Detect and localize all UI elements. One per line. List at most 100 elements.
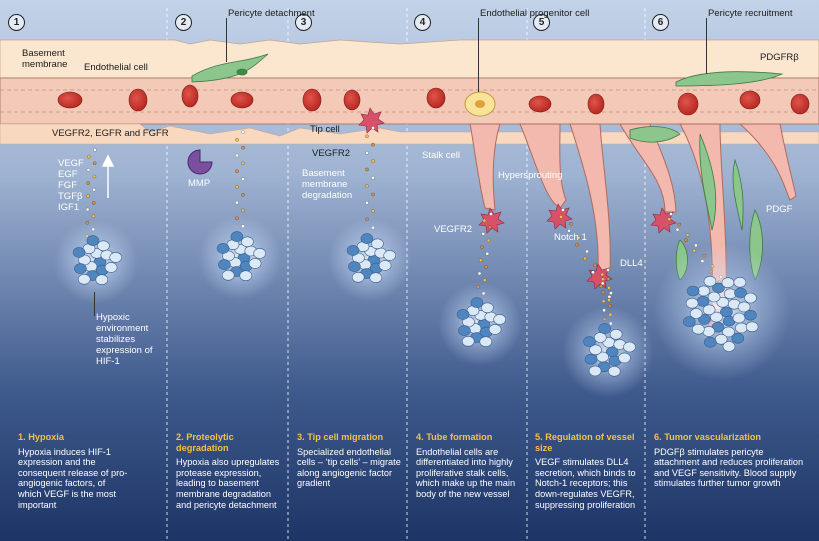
growth-factor-dot — [86, 181, 90, 185]
factor-list: VEGF EGF FGF TGFβ IGF1 — [58, 158, 84, 213]
tumor-cell — [230, 231, 244, 242]
growth-factor-dot — [87, 154, 91, 159]
growth-factor-dot — [675, 227, 680, 232]
step-4-title: 4. Tube formation — [416, 432, 493, 442]
tumor-cell — [86, 235, 100, 246]
tumor-cell — [588, 365, 602, 377]
tumor-cell — [686, 285, 700, 297]
growth-factor-dot — [569, 222, 573, 226]
step-5-title: 5. Regulation of vessel size — [535, 432, 635, 453]
growth-factor-dot — [92, 161, 97, 165]
label-pdgf: PDGF — [766, 204, 793, 215]
growth-factor-dot — [609, 291, 613, 295]
growth-factor-dot — [371, 142, 375, 147]
tumor-cell — [696, 295, 710, 307]
growth-factor-dot — [241, 130, 245, 134]
tumor-cell — [685, 297, 699, 309]
step-number-6: 6 — [652, 14, 669, 31]
tumor-cell — [239, 270, 253, 282]
growth-factor-dot — [607, 298, 611, 302]
growth-factor-dot — [241, 177, 245, 181]
tumor-cell — [589, 344, 602, 356]
growth-factor-dot — [480, 245, 484, 249]
tumor-cell — [712, 282, 725, 294]
tumor-cell — [74, 263, 87, 274]
factor-vegf: VEGF — [58, 158, 84, 169]
growth-factor-dot — [235, 200, 239, 205]
growth-factor-dot — [485, 251, 490, 256]
tumor-cell — [481, 302, 494, 314]
growth-factor-dot — [365, 201, 369, 205]
tumor-cell — [703, 336, 717, 348]
label-endothelial-progenitor: Endothelial progenitor cell — [480, 8, 590, 19]
growth-factor-dot — [593, 263, 597, 268]
tumor-cell — [458, 325, 471, 336]
growth-factor-dot — [92, 201, 96, 205]
tumor-cell — [369, 272, 383, 284]
growth-factor-dot — [371, 159, 375, 163]
growth-factor-dot — [235, 153, 239, 158]
tumor-cell — [72, 247, 86, 258]
label-stalk-cell: Stalk cell — [422, 150, 461, 161]
growth-factor-dot — [371, 209, 375, 213]
tumor-cell — [95, 274, 109, 286]
tumor-cell — [744, 309, 757, 321]
tumor-cell — [623, 341, 636, 353]
step-6-body: PDGFβ stimulates pericyte attachment and… — [654, 446, 804, 489]
growth-factor-dot — [92, 174, 97, 179]
tumor-cell — [691, 323, 705, 335]
growth-factor-dot — [559, 215, 563, 219]
tumor-cell — [583, 336, 596, 347]
growth-factor-dot — [561, 208, 565, 212]
growth-factor-dot — [484, 265, 488, 269]
growth-factor-dot — [241, 208, 245, 213]
tumor-cell — [493, 314, 507, 325]
tumor-cell — [598, 323, 611, 334]
tumor-cell — [104, 262, 118, 273]
step-number-5: 5 — [533, 14, 550, 31]
growth-factor-dot — [667, 217, 671, 221]
step-1-title: 1. Hypoxia — [18, 432, 64, 442]
tumor-cell — [383, 250, 397, 261]
growth-factor-dot — [567, 229, 571, 233]
leader-pericyte-detachment — [226, 18, 227, 62]
tumor-cell — [731, 332, 745, 344]
tumor-cell — [734, 287, 747, 299]
growth-factor-dot — [486, 238, 491, 243]
growth-factor-dot — [365, 134, 369, 139]
growth-factor-dot — [577, 235, 581, 240]
label-pdgfrb: PDGFRβ — [760, 52, 799, 63]
growth-factor-dot — [483, 278, 487, 282]
step-1-body: Hypoxia induces HIF-1 expression and the… — [18, 446, 128, 510]
tumor-cell — [248, 258, 262, 269]
step-number-3: 3 — [295, 14, 312, 31]
red-blood-cells — [57, 84, 810, 116]
growth-factor-dot — [575, 242, 579, 247]
label-vegfr2-a: VEGFR2 — [312, 148, 351, 159]
tumor-cell — [698, 314, 711, 325]
step-number-2: 2 — [175, 14, 192, 31]
step-2-title: 2. Proteolytic degradation — [176, 432, 234, 453]
tumor-cell — [371, 238, 384, 250]
label-hypoxic-environment: Hypoxic environment stabilizes expressio… — [96, 312, 153, 367]
tumor-cell — [346, 245, 360, 256]
label-bm-degradation: Basement membrane degradation — [302, 168, 353, 201]
growth-factor-dot — [241, 193, 245, 197]
factor-fgf: FGF — [58, 180, 77, 191]
tumor-cell — [697, 285, 711, 297]
step-2-body: Hypoxia also upregulates protease expres… — [176, 457, 280, 510]
leader-progenitor — [478, 18, 479, 92]
tumor-cell — [109, 252, 122, 263]
growth-factor-dot — [235, 185, 239, 189]
mmp-icon — [187, 149, 213, 175]
tumor-cell — [737, 301, 751, 313]
tumor-cell — [241, 236, 254, 248]
growth-factor-dot — [600, 281, 605, 286]
step-4-body: Endothelial cells are differentiated int… — [416, 446, 516, 499]
tumor-cell — [722, 326, 735, 338]
growth-factor-dot — [85, 207, 90, 212]
